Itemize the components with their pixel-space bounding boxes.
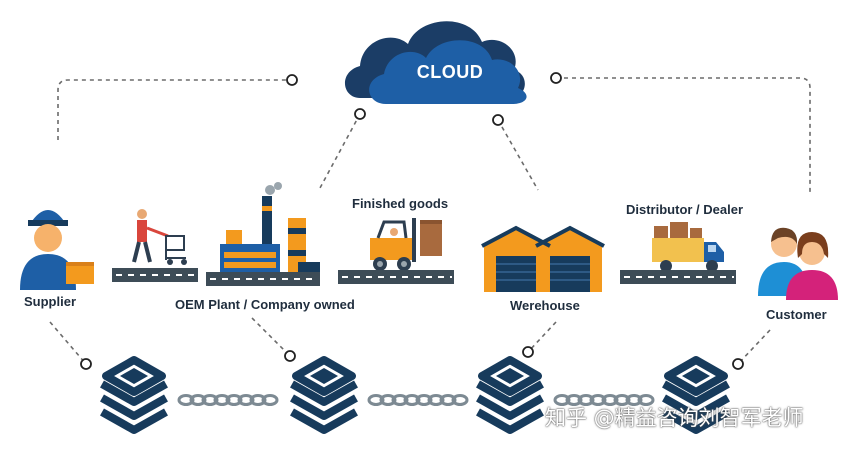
customer-label: Customer [766, 307, 827, 322]
warehouse-icon [481, 225, 605, 292]
factory-icon [220, 182, 320, 272]
dotted-connectors [49, 77, 811, 365]
watermark-text: 知乎 @精益咨询刘智军老师 [545, 406, 804, 430]
cloud-icon [344, 21, 527, 104]
oem-plant-label: OEM Plant / Company owned [175, 297, 355, 312]
supplier-icon [20, 210, 94, 290]
connector-dots [80, 72, 744, 370]
forklift-icon [370, 218, 442, 271]
finished-goods-label: Finished goods [352, 196, 449, 211]
cloud-label: CLOUD [416, 62, 484, 82]
distributor-label: Distributor / Dealer [626, 202, 744, 217]
customer-icon [758, 227, 838, 300]
worker-cart-icon [132, 209, 187, 265]
truck-icon [652, 222, 724, 272]
warehouse-label: Werehouse [510, 298, 580, 313]
supplier-label: Supplier [24, 294, 77, 309]
conveyor-belts [112, 268, 736, 286]
